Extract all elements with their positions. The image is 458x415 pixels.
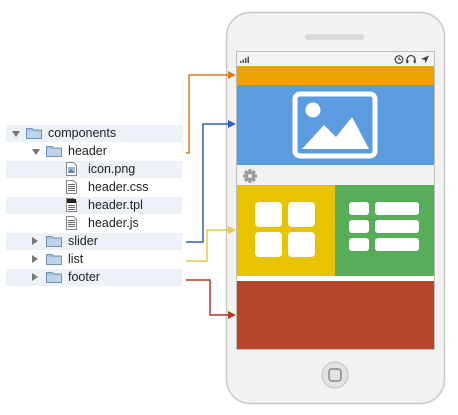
disclosure-expanded-icon[interactable] xyxy=(12,131,20,137)
phone-speaker xyxy=(305,34,364,40)
phone-header-bar xyxy=(237,66,434,85)
headphones-icon xyxy=(406,54,416,64)
gear-icon[interactable] xyxy=(243,169,257,183)
disclosure-collapsed-icon[interactable] xyxy=(32,237,38,245)
disclosure-collapsed-icon[interactable] xyxy=(32,255,38,263)
phone-slider xyxy=(237,85,434,165)
folder-icon xyxy=(46,146,62,157)
image-icon xyxy=(292,91,378,159)
grid-icon xyxy=(255,202,315,257)
tree-item-label: slider xyxy=(68,234,98,248)
status-bar xyxy=(237,52,434,66)
text-file-icon xyxy=(66,216,77,230)
connector-header xyxy=(186,71,236,154)
signal-icon xyxy=(240,56,249,63)
location-arrow-icon xyxy=(421,55,429,64)
phone-list-tile-left xyxy=(237,185,335,276)
folder-icon xyxy=(46,272,62,283)
tree-item-label: header.tpl xyxy=(88,198,143,212)
disclosure-collapsed-icon[interactable] xyxy=(32,273,38,281)
tree-item-label: header xyxy=(68,144,107,158)
folder-icon xyxy=(26,128,42,139)
phone-footer xyxy=(237,281,434,349)
text-file-icon xyxy=(66,180,77,194)
tree-item-components[interactable]: components xyxy=(6,125,182,142)
home-button-icon[interactable] xyxy=(321,361,349,389)
tree-item-slider[interactable]: slider xyxy=(6,233,182,250)
template-file-icon xyxy=(66,198,77,212)
connector-slider xyxy=(186,120,236,243)
tree-item-list[interactable]: list xyxy=(6,251,182,268)
tree-item-header-js[interactable]: header.js xyxy=(6,215,182,232)
connector-list xyxy=(186,226,236,262)
tree-item-header[interactable]: header xyxy=(6,143,182,160)
tree-item-icon-png[interactable]: icon.png xyxy=(6,161,182,178)
tree-item-footer[interactable]: footer xyxy=(6,269,182,286)
folder-icon xyxy=(46,254,62,265)
connector-footer xyxy=(186,279,236,319)
tree-item-header-tpl[interactable]: header.tpl xyxy=(6,197,182,214)
phone-divider xyxy=(237,276,434,281)
tree-item-label: header.css xyxy=(88,180,149,194)
folder-icon xyxy=(46,236,62,247)
clock-icon xyxy=(394,55,404,64)
phone-toolbar xyxy=(237,165,434,185)
tree-item-label: header.js xyxy=(88,216,139,230)
tree-item-label: list xyxy=(68,252,84,266)
tree-item-label: icon.png xyxy=(88,162,136,176)
image-file-icon xyxy=(66,162,77,176)
tree-item-header-css[interactable]: header.css xyxy=(6,179,182,196)
tree-item-label: components xyxy=(48,126,117,140)
disclosure-expanded-icon[interactable] xyxy=(32,149,40,155)
list-icon xyxy=(349,202,419,251)
tree-item-label: footer xyxy=(68,270,100,284)
